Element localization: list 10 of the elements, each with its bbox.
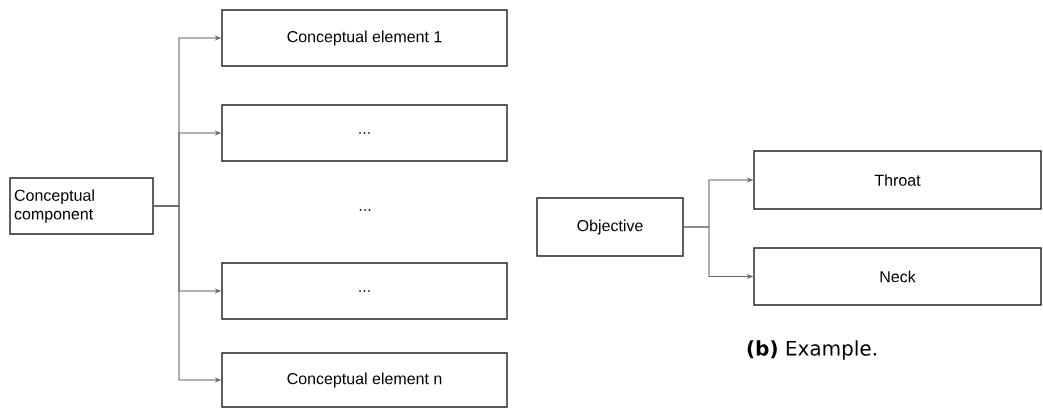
caption: (b) Example. — [747, 340, 876, 360]
process-box: Neck — [753, 247, 1042, 306]
process-box: Throat — [753, 150, 1042, 210]
process-box: ... — [221, 104, 508, 162]
process-box: Conceptual element n — [221, 352, 508, 408]
process-box: ... — [221, 262, 508, 320]
ellipsis-text: ... — [359, 209, 371, 211]
process-box: Conceptual component — [9, 177, 154, 235]
process-box: Conceptual element 1 — [221, 9, 508, 67]
process-box: Objective — [536, 197, 684, 257]
